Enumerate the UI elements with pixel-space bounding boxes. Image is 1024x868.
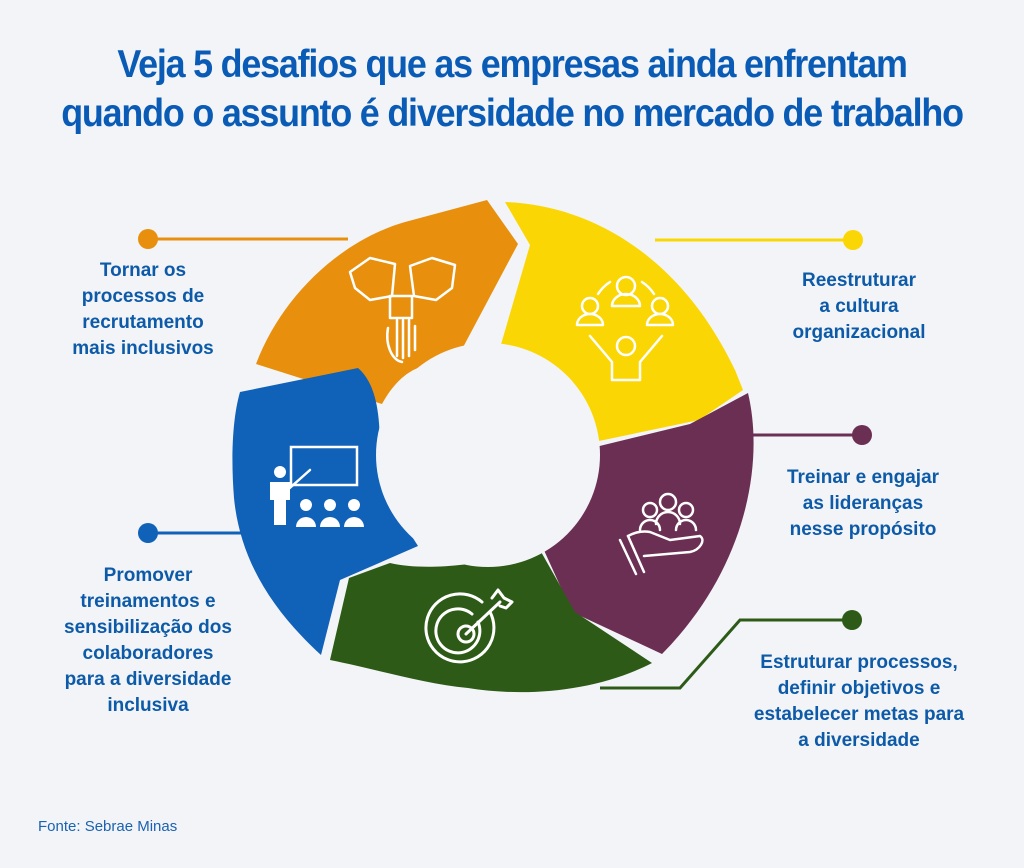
team-people-icon [575,275,675,382]
title-line-1: Veja 5 desafios que as empresas ainda en… [117,43,908,86]
segment-metas [330,550,652,693]
dot-liderancas [852,425,872,445]
connectors [138,229,872,690]
ring [232,200,754,693]
label-treinamentos: Promover treinamentos e sensibilização d… [64,565,232,716]
title-line-2: quando o assunto é diversidade no mercad… [61,92,964,135]
dot-metas [842,610,862,630]
label-metas: Estruturar processos, definir objetivos … [753,652,965,751]
presentation-icon [270,445,364,527]
label-liderancas: Treinar e engajar as lideranças nesse pr… [786,467,940,540]
source-note: Fonte: Sebrae Minas [38,818,178,835]
page-title: Veja 5 desafios que as empresas ainda en… [41,40,983,138]
label-cultura: Reestruturar a cultura organizacional [792,270,926,343]
label-recrutamento: Tornar os processos de recrutamento mais… [72,260,214,359]
dot-cultura [843,230,863,250]
ring-center [376,343,600,567]
dot-treinamentos [138,523,158,543]
hand-people-icon [618,492,704,576]
puzzle-hands-icon [348,256,457,364]
dot-recrutamento [138,229,158,249]
segment-treinamentos [232,368,418,655]
connector-metas [600,618,852,690]
target-icon [424,588,514,664]
